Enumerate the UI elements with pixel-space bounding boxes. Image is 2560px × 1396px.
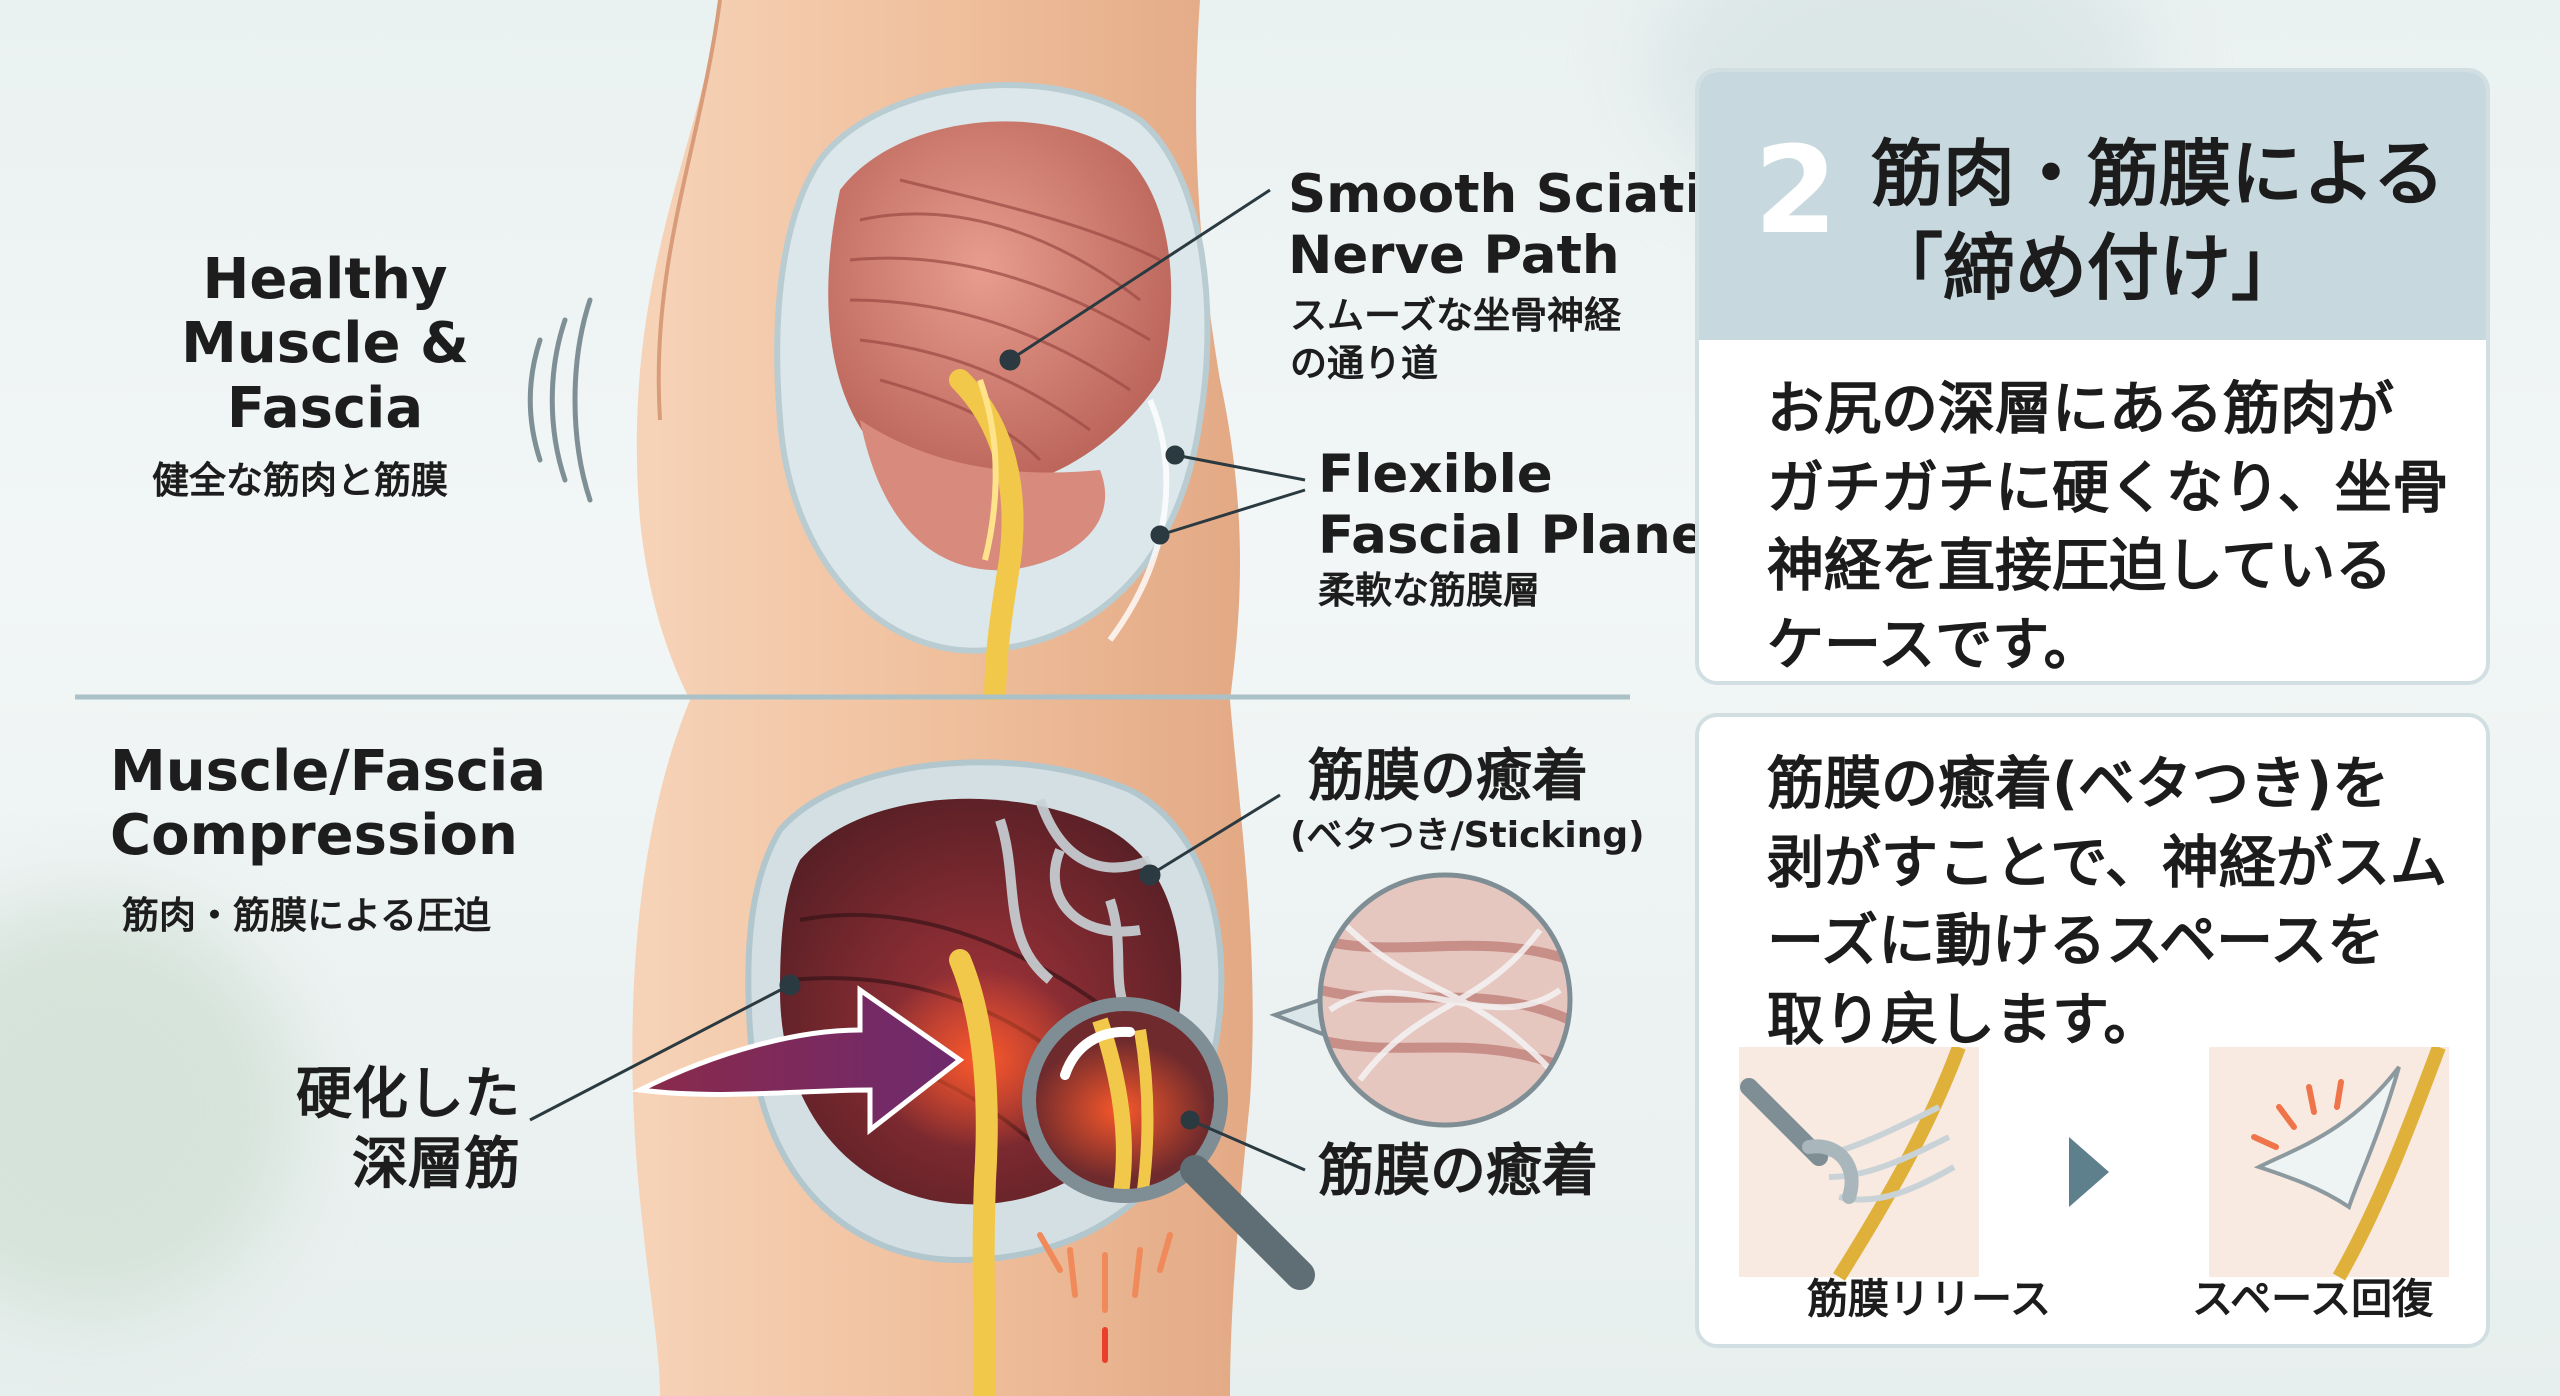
adhesion-top-sublabel: (ベタつき/Sticking) — [1290, 815, 1645, 856]
stiff-muscle-label: 硬化した 深層筋 — [296, 1062, 520, 1197]
nerve-path-label-jp: スムーズな坐骨神経 の通り道 — [1290, 294, 1622, 386]
compression-title: Muscle/Fascia Compression — [110, 739, 547, 869]
healthy-title: Healthy Muscle & Fascia — [181, 247, 469, 441]
healthy-body — [527, 0, 1240, 711]
magnifier — [1022, 997, 1315, 1290]
healthy-title-jp: 健全な筋肉と筋膜 — [152, 459, 448, 502]
adhesion-bottom-label: 筋膜の癒着 — [1318, 1139, 1598, 1204]
compression-title-jp: 筋肉・筋膜による圧迫 — [122, 894, 491, 937]
compression-body — [631, 700, 1573, 1396]
adhesion-top-label: 筋膜の癒着 — [1308, 744, 1588, 809]
solution-description: 筋膜の癒着(ベタつき)を 剥がすことで、神経がスム ーズに動けるスペースを 取り… — [1767, 751, 2448, 1053]
explanation-card: 2 筋肉・筋膜による 「締め付け」 お尻の深層にある筋肉が ガチガチに硬くなり、… — [1695, 68, 2490, 685]
step-arrow-icon — [2069, 1137, 2109, 1207]
card-title: 筋肉・筋膜による 「締め付け」 — [1871, 132, 2445, 310]
release-steps-illustration — [1739, 1047, 2449, 1281]
solution-card: 筋膜の癒着(ベタつき)を 剥がすことで、神経がスム ーズに動けるスペースを 取り… — [1695, 713, 2490, 1348]
nerve-path-label: Smooth Sciatic Nerve Path — [1288, 164, 1735, 286]
fascia-planes-label: Flexible Fascial Planes — [1318, 444, 1739, 566]
adhesion-zoom-inset — [1269, 872, 1573, 1128]
case-number: 2 — [1754, 122, 1838, 261]
step-space-recovery-label: スペース回復 — [2192, 1275, 2434, 1323]
fascia-release-step-image — [1739, 1047, 1979, 1281]
step-fascia-release-label: 筋膜リリース — [1807, 1275, 2051, 1323]
fascia-planes-label-jp: 柔軟な筋膜層 — [1318, 569, 1540, 612]
card-header: 2 筋肉・筋膜による 「締め付け」 — [1699, 72, 2486, 340]
space-recovery-step-image — [2209, 1047, 2449, 1281]
card-description: お尻の深層にある筋肉が ガチガチに硬くなり、坐骨 神経を直接圧迫している ケース… — [1767, 376, 2449, 678]
